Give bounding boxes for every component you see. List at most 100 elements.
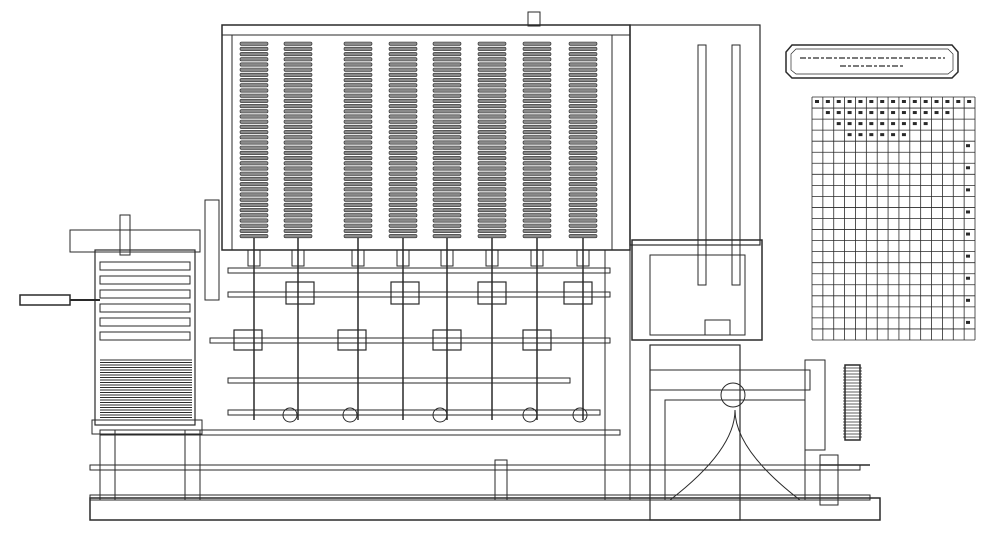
figure-wheel (568, 135, 598, 140)
figure-wheel (568, 88, 598, 93)
figure-wheel (239, 187, 269, 192)
notation-table (811, 96, 976, 341)
figure-wheel (343, 130, 373, 135)
figure-wheel (343, 57, 373, 62)
figure-wheel (239, 52, 269, 57)
figure-wheel (522, 62, 552, 67)
figure-wheel (477, 62, 507, 67)
figure-wheel (283, 156, 313, 161)
figure-wheel (239, 223, 269, 228)
table-mark (923, 122, 928, 126)
figure-wheel (283, 161, 313, 166)
figure-wheel (343, 62, 373, 67)
figure-wheel (568, 124, 598, 129)
figure-wheel (239, 182, 269, 187)
table-mark (836, 111, 841, 115)
figure-wheel (522, 234, 552, 239)
table-mark (891, 100, 896, 103)
figure-wheel (283, 192, 313, 197)
figure-wheel (239, 213, 269, 218)
crank-handle (19, 294, 71, 306)
figure-wheel (388, 150, 418, 155)
figure-wheel (283, 46, 313, 51)
figure-wheel (239, 208, 269, 213)
table-mark (858, 122, 863, 126)
figure-wheel (477, 208, 507, 213)
figure-wheel (568, 145, 598, 150)
figure-wheel (522, 98, 552, 103)
figure-wheel (343, 223, 373, 228)
figure-wheel (522, 119, 552, 124)
sector-gear (337, 329, 367, 351)
figure-wheel (477, 135, 507, 140)
figure-wheel (239, 156, 269, 161)
figure-wheel (239, 83, 269, 88)
figure-wheel (568, 176, 598, 181)
horizontal-shaft (209, 337, 611, 344)
figure-wheel (568, 187, 598, 192)
figure-wheel (283, 166, 313, 171)
top-screw (527, 11, 541, 27)
column-bearing (485, 249, 499, 267)
figure-wheel (343, 114, 373, 119)
figure-wheel (283, 93, 313, 98)
table-mark (956, 100, 961, 103)
figure-wheel (522, 52, 552, 57)
figure-wheel (477, 223, 507, 228)
figure-wheel (239, 192, 269, 197)
printing-wheel (720, 382, 746, 408)
horizontal-shaft (89, 464, 861, 471)
right-foot (819, 454, 839, 506)
column-bearing (291, 249, 305, 267)
figure-wheel (432, 145, 462, 150)
table-mark (966, 166, 970, 170)
figure-wheel (283, 197, 313, 202)
figure-wheel (388, 171, 418, 176)
horizontal-shaft (227, 377, 571, 384)
figure-wheel (283, 130, 313, 135)
figure-wheel (388, 52, 418, 57)
figure-wheel (239, 62, 269, 67)
figure-wheel (432, 218, 462, 223)
figure-wheel (522, 228, 552, 233)
figure-wheel (388, 124, 418, 129)
figure-wheel (343, 145, 373, 150)
figure-wheel (568, 67, 598, 72)
figure-wheel (432, 119, 462, 124)
figure-wheel (343, 156, 373, 161)
table-mark (945, 100, 950, 103)
figure-wheel (477, 171, 507, 176)
figure-wheel (388, 130, 418, 135)
table-mark (858, 111, 863, 115)
figure-wheel (477, 57, 507, 62)
figure-wheel (343, 93, 373, 98)
figure-wheel (432, 161, 462, 166)
figure-wheel-column (283, 41, 313, 420)
figure-wheel (388, 135, 418, 140)
figure-wheel (522, 166, 552, 171)
figure-wheel (568, 156, 598, 161)
carriage-wheel (99, 331, 191, 341)
figure-wheel (477, 119, 507, 124)
column-bearing (247, 249, 261, 267)
figure-wheel (343, 124, 373, 129)
figure-wheel (522, 218, 552, 223)
figure-wheel (568, 192, 598, 197)
figure-wheel (343, 187, 373, 192)
figure-wheel (283, 145, 313, 150)
figure-wheel (283, 124, 313, 129)
figure-wheel (343, 208, 373, 213)
figure-wheel (239, 98, 269, 103)
figure-wheel (239, 124, 269, 129)
sector-gear (563, 281, 593, 305)
figure-wheel (283, 150, 313, 155)
figure-wheel (568, 52, 598, 57)
table-mark (912, 100, 917, 103)
figure-wheel (432, 176, 462, 181)
cartouche-inner-border (790, 48, 954, 75)
figure-wheel (477, 161, 507, 166)
figure-wheel (568, 72, 598, 77)
figure-wheel (477, 114, 507, 119)
figure-wheel (388, 46, 418, 51)
table-mark (847, 122, 852, 126)
